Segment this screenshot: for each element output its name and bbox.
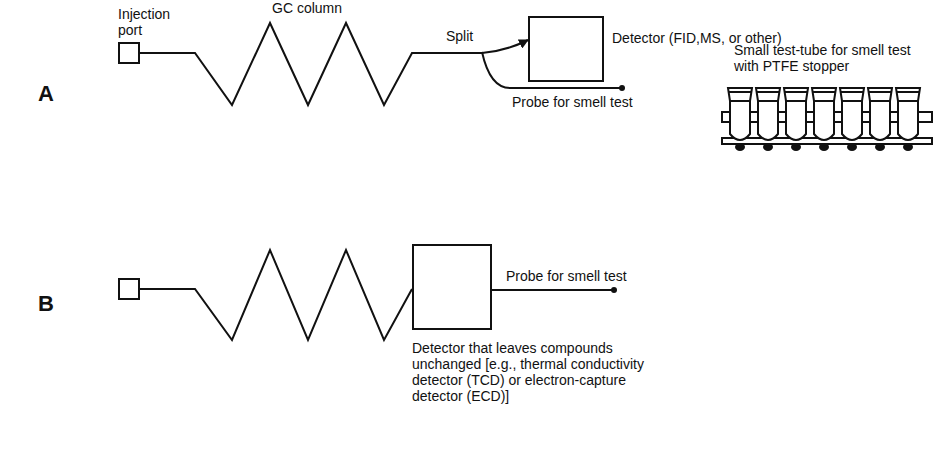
- injection-port: Injection port: [118, 42, 140, 64]
- node-label: Detector that leaves compounds unchanged…: [412, 340, 674, 404]
- rack-foot: [763, 143, 773, 151]
- rack-foot: [791, 143, 801, 151]
- split-label: Split: [446, 28, 473, 44]
- probe-line: [492, 289, 612, 291]
- gc-column-connector: [140, 23, 528, 105]
- stopper-rim: [840, 91, 864, 93]
- probe-tip: [611, 287, 617, 293]
- test-tube: [814, 100, 834, 140]
- node-label: Injection port: [118, 6, 188, 38]
- test-tube: [786, 100, 806, 140]
- rack-foot: [847, 143, 857, 151]
- box-outline: [412, 244, 492, 330]
- probe-label: Probe for smell test: [506, 268, 627, 284]
- panel-letter: A: [38, 82, 54, 106]
- gc-column: [140, 250, 412, 340]
- test-tube: [730, 100, 750, 140]
- rack-foot: [735, 143, 745, 151]
- ptfe-stopper: [812, 88, 836, 101]
- ptfe-stopper: [756, 88, 780, 101]
- injection-port-box: [119, 279, 139, 299]
- rack-foot: [875, 143, 885, 151]
- test-tube: [898, 100, 918, 140]
- detector-box: Detector (FID,MS, or other): [528, 16, 604, 82]
- stopper-rim: [756, 91, 780, 93]
- column-label: GC column: [272, 0, 342, 16]
- stopper-rim: [728, 91, 752, 93]
- ptfe-stopper: [728, 88, 752, 101]
- stopper-rim: [784, 91, 808, 93]
- rack-foot: [903, 143, 913, 151]
- test-tube: [842, 100, 862, 140]
- probe-label: Probe for smell test: [512, 94, 633, 110]
- test-tube-rack: [722, 88, 932, 151]
- panel-letter: B: [38, 292, 54, 316]
- box-outline: [118, 42, 140, 64]
- stopper-rim: [896, 91, 920, 93]
- test-tube: [870, 100, 890, 140]
- rack-foot: [819, 143, 829, 151]
- ptfe-stopper: [896, 88, 920, 101]
- test-tube: [758, 100, 778, 140]
- detector-box: Detector that leaves compounds unchanged…: [412, 244, 492, 330]
- stopper-rim: [812, 91, 836, 93]
- stopper-rim: [868, 91, 892, 93]
- ptfe-stopper: [784, 88, 808, 101]
- ptfe-stopper: [868, 88, 892, 101]
- probe-tip: [619, 85, 625, 91]
- rack-label: Small test-tube for smell test with PTFE…: [734, 42, 919, 74]
- ptfe-stopper: [840, 88, 864, 101]
- probe-branch: [482, 52, 620, 88]
- box-outline: [528, 16, 604, 82]
